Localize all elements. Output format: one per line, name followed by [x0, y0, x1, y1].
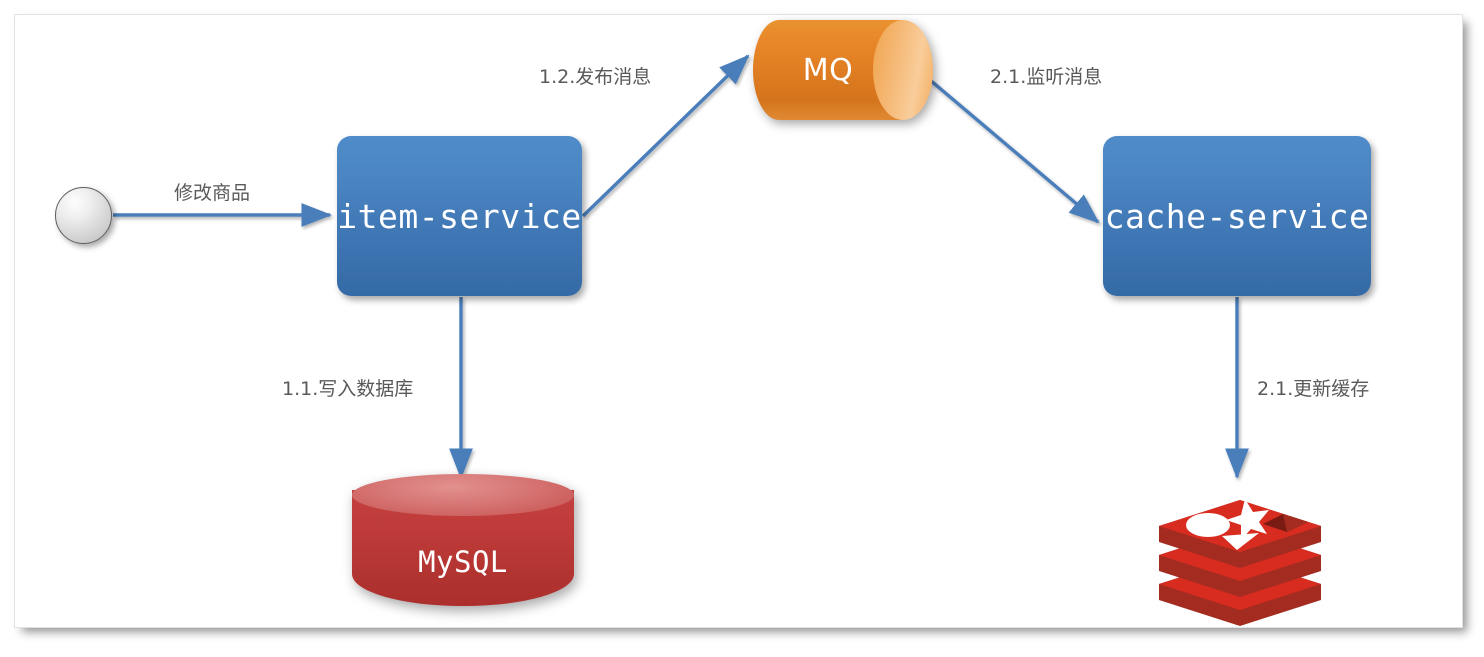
- node-mq-label: MQ: [802, 52, 854, 88]
- node-redis[interactable]: [1157, 474, 1323, 626]
- redis-logo-icon: [1159, 499, 1321, 626]
- edge-label-write-db: 1.1.写入数据库: [282, 378, 414, 400]
- node-mysql-label: MySQL: [418, 545, 508, 579]
- node-item-service[interactable]: item-service: [337, 136, 582, 296]
- edge-label-modify-item: 修改商品: [174, 182, 251, 204]
- node-cache-service-label: cache-service: [1104, 196, 1370, 236]
- node-cache-service[interactable]: cache-service: [1103, 136, 1371, 296]
- node-mq[interactable]: MQ: [753, 20, 933, 120]
- node-item-service-label: item-service: [337, 196, 582, 236]
- edge-label-listen-msg: 2.1.监听消息: [990, 66, 1103, 88]
- edge-label-update-cache: 2.1.更新缓存: [1257, 378, 1370, 400]
- mq-cylinder-cap: [873, 20, 933, 120]
- node-mysql[interactable]: MySQL: [352, 474, 574, 622]
- mysql-cylinder-top: [352, 474, 574, 516]
- edge-label-publish-msg: 1.2.发布消息: [539, 66, 652, 88]
- start-circle[interactable]: [55, 187, 112, 244]
